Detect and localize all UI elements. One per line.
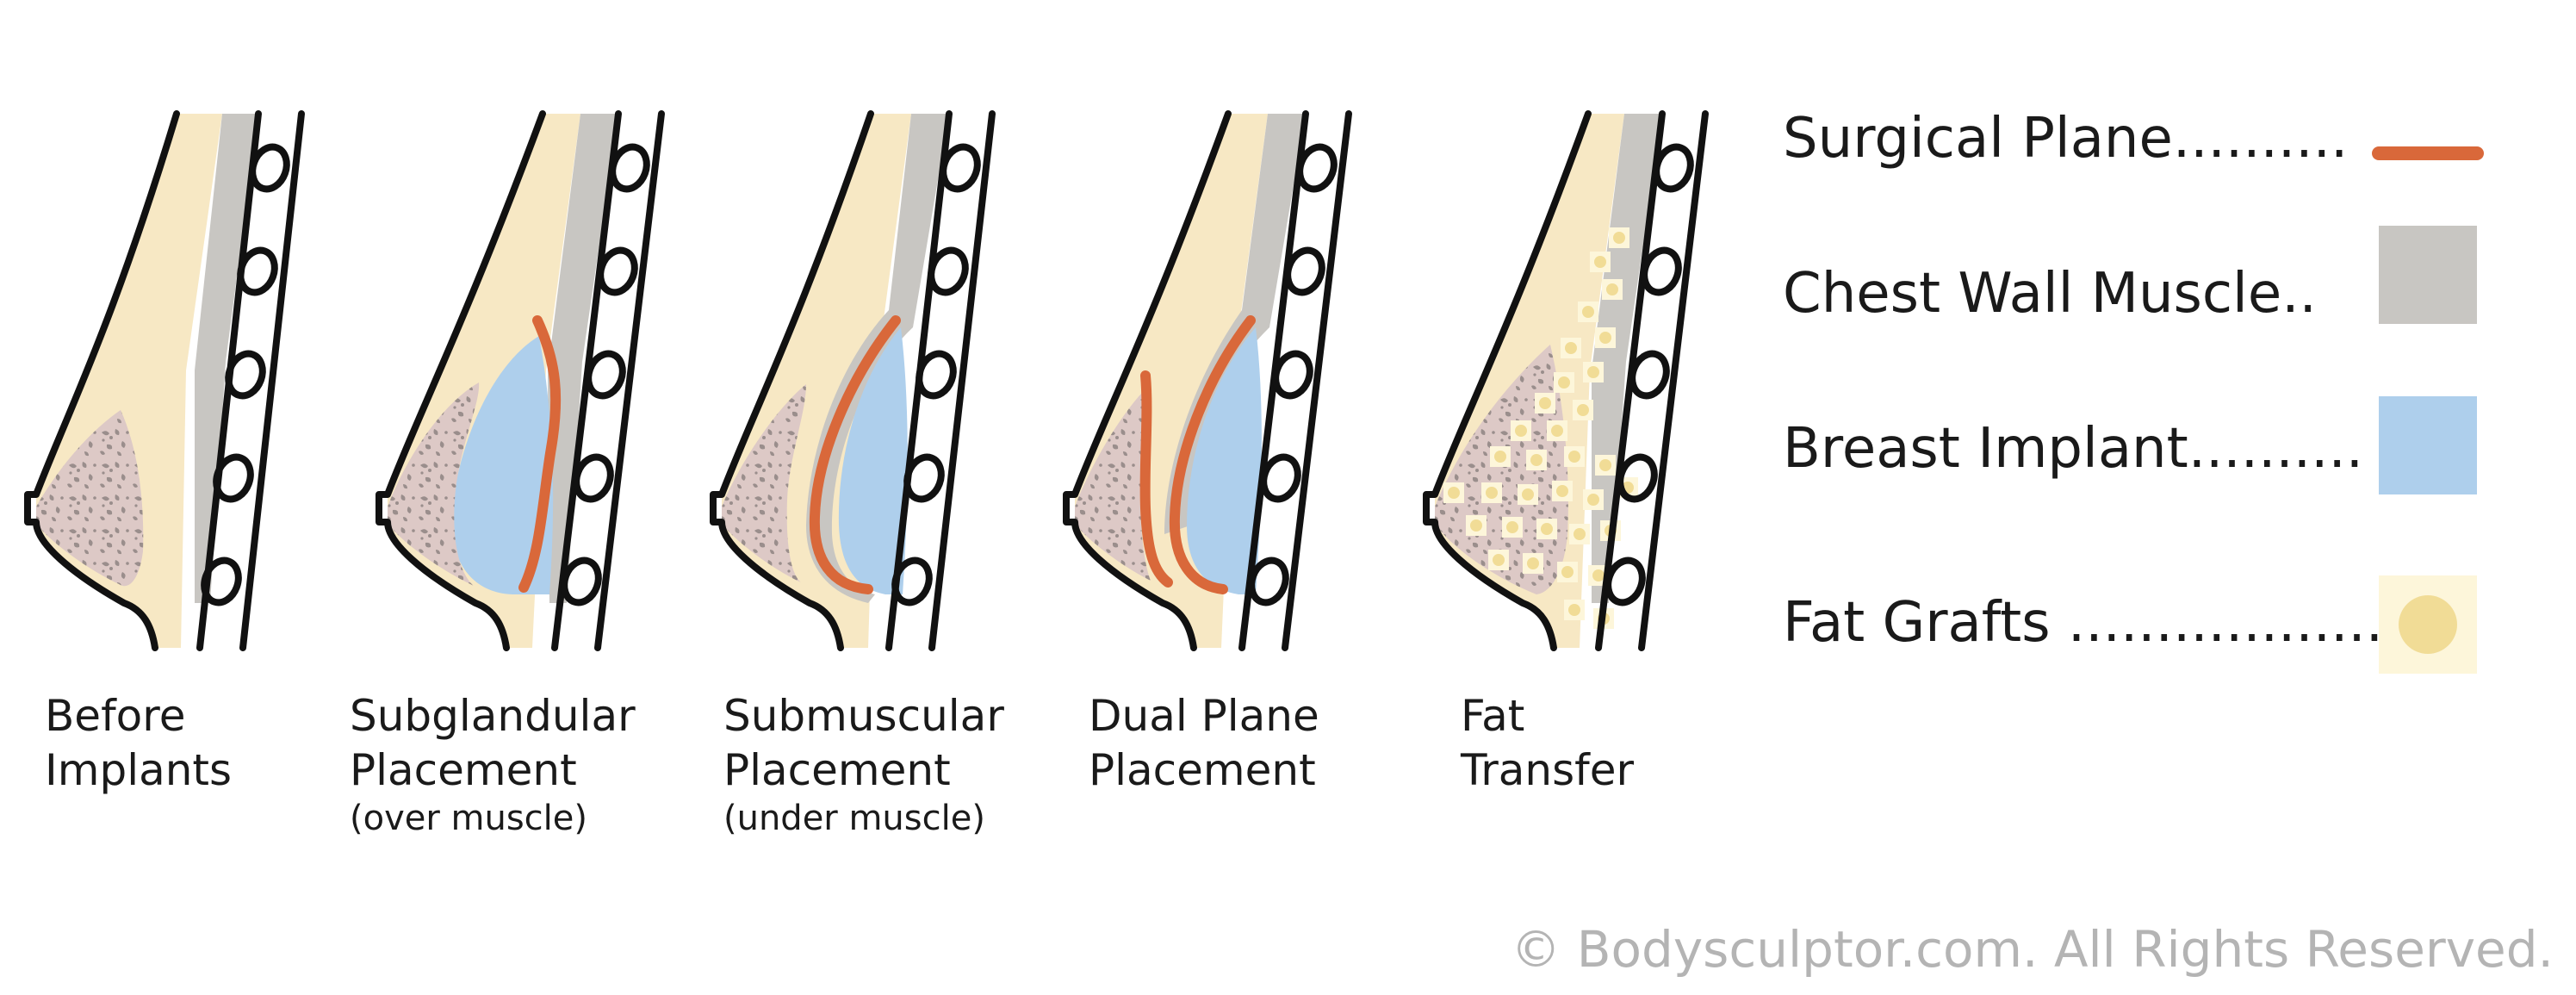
breast-implant [838,327,908,594]
caption-line1: Fat [1461,691,1525,741]
fat-graft-swatch-dot [2399,595,2457,654]
chest-muscle [1164,114,1306,534]
skin-outline [1063,110,1232,651]
caption-subglandular: Subglandular Placement (over muscle) [350,689,636,840]
breast-implant-swatch [2379,396,2477,494]
mammary-gland [36,410,144,587]
rib-cage [551,110,665,651]
surgical-plane [518,315,562,593]
legend-chest-wall-muscle: Chest Wall Muscle.. [1783,262,2317,326]
caption-line1: Before [45,691,186,741]
caption-line2: Placement [1089,744,1316,795]
caption-dual-plane: Dual Plane Placement [1089,689,1319,797]
caption-line1: Dual Plane [1089,691,1319,741]
skin-outline [24,110,180,651]
caption-line1: Subglandular [350,691,636,741]
skin-outline [376,110,546,651]
surgical-plane [809,315,901,594]
chest-muscle [548,114,618,603]
skin-outline [1423,110,1592,651]
panel-fat-transfer [1423,110,1709,651]
caption-note: (over muscle) [350,799,587,838]
panel-submuscular [710,110,996,651]
chest-muscle [806,114,949,603]
caption-submuscular: Submuscular Placement (under muscle) [723,689,1004,840]
fat-grafts [1443,227,1638,629]
mammary-gland [1075,388,1151,581]
surgical-plane-submuscular [1169,315,1256,594]
mammary-gland [722,384,806,582]
caption-line2: Placement [350,744,577,795]
mammary-gland [388,382,480,586]
caption-line1: Submuscular [723,691,1004,741]
rib-cage [1238,110,1352,651]
caption-fat-transfer: Fat Transfer [1461,689,1634,797]
legend-surgical-plane: Surgical Plane.......... [1783,107,2349,171]
chest-muscle [195,114,258,603]
caption-before-implants: Before Implants [45,689,232,797]
panel-before [24,110,305,651]
skin-outline [710,110,874,651]
surgical-plane-subglandular [1139,370,1173,588]
legend-breast-implant: Breast Implant.......... [1783,417,2364,481]
caption-line2: Placement [723,744,951,795]
rib-cage [1595,110,1709,651]
rib-cage [196,110,305,651]
panel-dual-plane [1063,110,1352,651]
chest-wall-muscle-swatch [2379,226,2477,324]
legend-fat-grafts: Fat Grafts .................. [1783,591,2384,655]
legend-swatches [2372,146,2484,674]
rib-cage [885,110,996,651]
caption-line2: Transfer [1461,744,1635,795]
breast-implant [451,336,554,594]
breast-implant [1187,327,1262,594]
copyright-notice: © Bodysculptor.com. All Rights Reserved. [1511,920,2554,979]
panel-subglandular [376,110,665,651]
caption-note: (under muscle) [723,799,985,838]
caption-line2: Implants [45,744,233,795]
